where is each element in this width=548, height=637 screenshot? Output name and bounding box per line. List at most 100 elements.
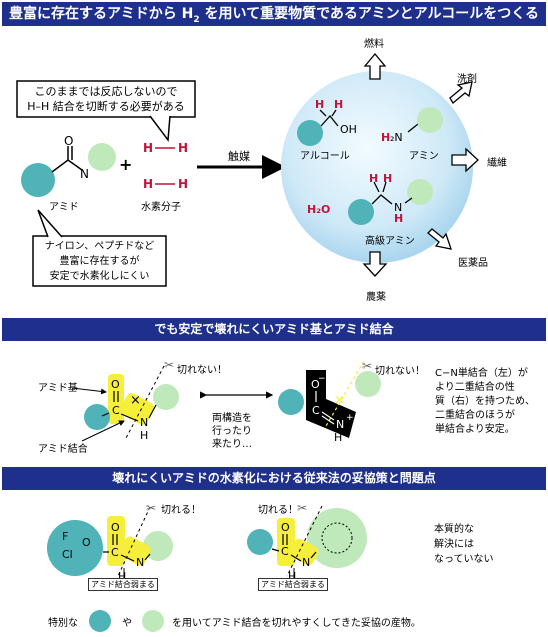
compromise-left-c: C [111,546,119,559]
alcohol-h1: H [315,98,324,111]
higher-amine-h2: H [383,172,392,185]
alcohol-h2: H [334,98,343,111]
product-amine-label: アミン [409,151,439,162]
page-title-subscript: 2 [193,14,200,25]
callout-problem-line-1: このままでは反応しないので [34,85,178,98]
svg-text:H: H [178,177,188,191]
amide-bonds [51,146,83,173]
use-fuel-label: 燃料 [364,39,384,50]
explanation-line-2: より二重結合の性 [435,382,515,393]
cut-line-left [124,365,165,441]
alcohol-teal-sphere [297,120,323,146]
callout-amide-line-2: 豊富に存在するが [59,256,140,267]
compromise-right-o: O [281,521,290,534]
page-title: 豊富に存在するアミドから H2 を用いて重要物質であるアミンとアルコールをつくる [2,2,546,26]
callout-amide-box [32,235,167,287]
alcohol-bonds [319,109,339,127]
product-alcohol-label: アルコール [300,151,350,162]
amide-group-pointer [71,387,107,395]
callout-amide-tail [37,209,63,238]
svg-text:H: H [143,177,153,191]
compromise-right-h: H [288,570,296,583]
amide-bond-label: アミド結合 [38,444,88,455]
cannot-cut-left: 切れない！ [177,365,227,376]
cut-label-left: 切れる！ [161,505,201,516]
compromise-left-bonds [103,534,151,562]
compromise-cut-line-left [117,506,151,577]
resonance-text: 両構造を 行ったり 来たり… [212,412,252,451]
resonance-line-3: 来たり… [212,439,252,450]
compromise-scissors-icon-left: ✂ [146,501,156,515]
amide-oxygen: O [64,134,73,148]
section3-header: 壊れにくいアミドの水素化における従来法の妥協策と問題点 [2,467,546,490]
cannot-cut-right: 切れない！ [375,366,425,377]
callout-amide-line-3: 安定で水素化しにくい [49,271,150,282]
amide-teal-sphere [21,163,55,197]
cross-mark-right: × [334,393,345,408]
resonance-right-o-minus: − [318,374,326,384]
resonance-right-n: N [336,418,344,431]
resonance-line-2: 行ったり [212,426,252,437]
resonance-right-green [355,371,381,397]
higher-amine-teal-sphere [348,199,374,225]
higher-amine-bonds [371,181,413,205]
resonance-left-bonds [101,391,157,422]
resonance-right-h: H [334,431,342,444]
explanation-text: C−N単結合（左）が より二重結合の性 質（右）を持つため、 二重結合のほうが … [435,367,535,437]
resonance-right-c: C [312,404,320,417]
explanation-line-4: 二重結合のほうが [435,410,515,421]
amide-label: アミド [49,202,79,213]
amide-nitrogen: N [80,167,89,181]
side-note: 本質的な 解決には なっていない [434,522,494,567]
plus-sign: + [119,155,133,174]
hydrogen-label: 水素分子 [141,202,181,213]
amine-h2n-h: H [381,131,390,144]
compromise-right-ring [321,522,353,554]
explanation-line-5: 単結合より安定。 [435,424,515,435]
resonance-line-1: 両構造を [212,413,252,424]
footer-text-right: を用いてアミド結合を切れやすくしてきた妥協の産物。 [172,618,421,629]
scissors-icon-left: ✂ [164,358,174,372]
amide-green-sphere [88,143,116,171]
product-water-label: H₂O [307,203,331,216]
compromise-left-teal [47,520,103,576]
callout-problem-box [16,80,196,118]
cross-mark-left: × [130,393,141,408]
page-title-main: 豊富に存在するアミドから H [9,6,194,22]
resonance-left-n: N [140,416,148,429]
page-title-rest: を用いて重要物質であるアミンとアルコールをつくる [199,6,539,22]
footer-teal-sphere [89,610,111,632]
svg-text:H: H [143,141,153,155]
resonance-right-teal [278,389,304,415]
scissors-icon-right: ✂ [362,359,372,373]
higher-amine-nh: H [394,212,403,225]
compromise-scissors-icon-right: ✂ [297,501,307,515]
compromise-left-green [143,531,173,561]
side-note-line-1: 本質的な [434,524,474,535]
compromise-left-o: O [111,521,120,534]
use-arrows [362,52,479,277]
compromise-left-h: H [118,570,126,583]
higher-amine-h1: H [369,172,378,185]
resonance-right-o: O [311,378,320,391]
use-detergent-label: 洗剤 [457,74,477,85]
product-higher-amine-label: 高級アミン [365,236,415,247]
higher-amine-green-sphere [407,179,433,205]
resonance-right-n-plus: + [346,413,354,423]
compromise-right-bonds [271,534,317,562]
amide-group-label: アミド基 [38,383,78,394]
callout-amide-line-1: ナイロン、ペプチドなど [44,241,155,252]
weak-bond-label-right: アミド結合弱まる [258,578,328,591]
svg-text:H: H [178,141,188,155]
use-pesticide-label: 農薬 [366,292,386,303]
amine-green-sphere [417,107,443,133]
resonance-left-c: C [112,404,120,417]
hydrogen-molecules: H H H H [143,141,188,191]
compromise-cut-line-right [286,505,323,577]
section2-header: でも安定で壊れにくいアミド基とアミド結合 [2,318,546,341]
resonance-left-h: H [140,429,148,442]
higher-amine-n: N [394,201,402,214]
compromise-right-c: C [281,545,289,558]
amine-h2n-rest: ₂N [390,131,403,144]
